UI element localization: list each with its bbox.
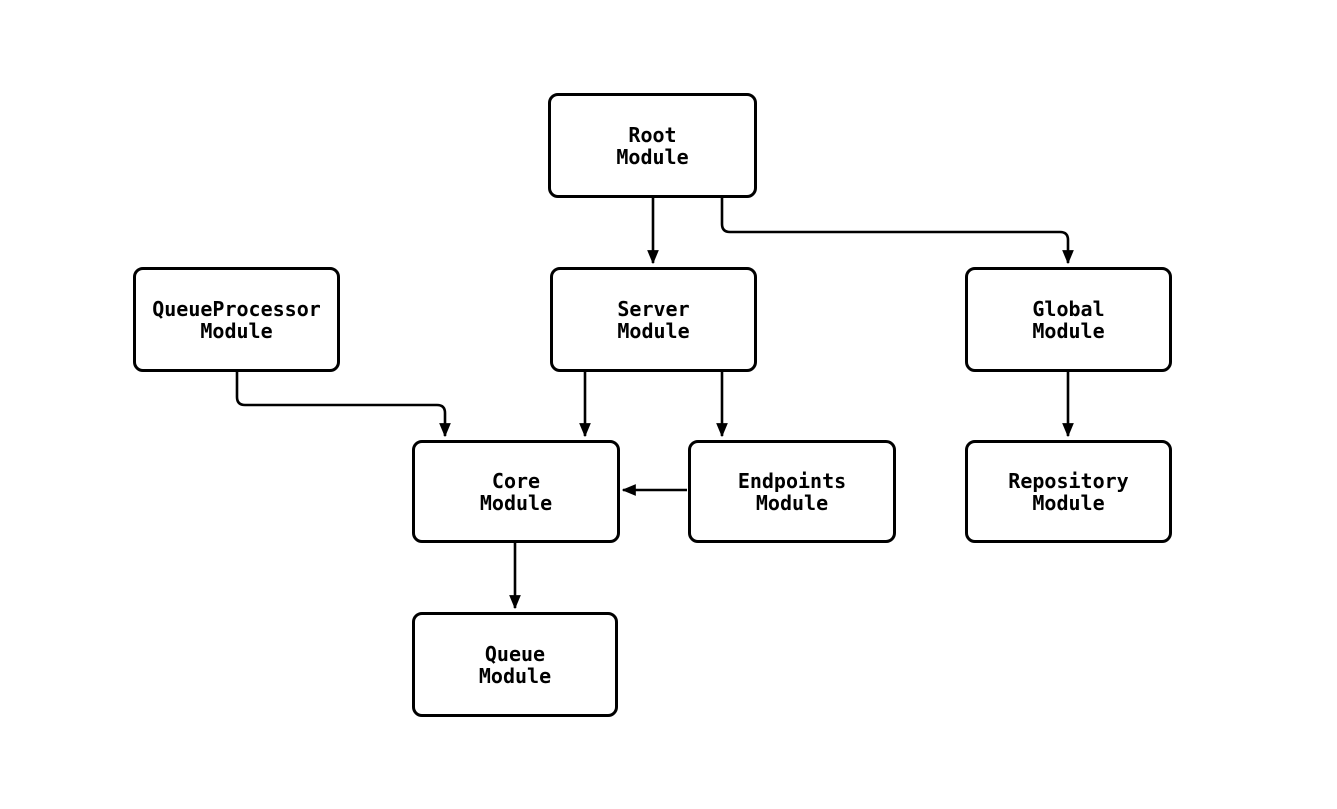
node-queueprocessor-module: QueueProcessor Module <box>133 267 340 372</box>
node-endpoints-module-label: Endpoints Module <box>737 468 847 515</box>
node-core-module: Core Module <box>412 440 620 543</box>
node-queue-module: Queue Module <box>412 612 618 717</box>
node-endpoints-module: Endpoints Module <box>688 440 896 543</box>
node-queue-module-label: Queue Module <box>478 641 552 688</box>
node-core-module-label: Core Module <box>479 468 553 515</box>
node-queueprocessor-module-label: QueueProcessor Module <box>152 296 321 343</box>
node-global-module: Global Module <box>965 267 1172 372</box>
node-server-module: Server Module <box>550 267 757 372</box>
node-repository-module: Repository Module <box>965 440 1172 543</box>
node-root-module-label: Root Module <box>616 122 689 169</box>
node-server-module-label: Server Module <box>617 296 690 343</box>
edge-root-to-global <box>720 198 1074 265</box>
node-global-module-label: Global Module <box>1032 296 1105 343</box>
node-repository-module-label: Repository Module <box>1008 468 1129 515</box>
edge-queueprocessor-to-core <box>235 372 451 438</box>
node-root-module: Root Module <box>548 93 757 198</box>
